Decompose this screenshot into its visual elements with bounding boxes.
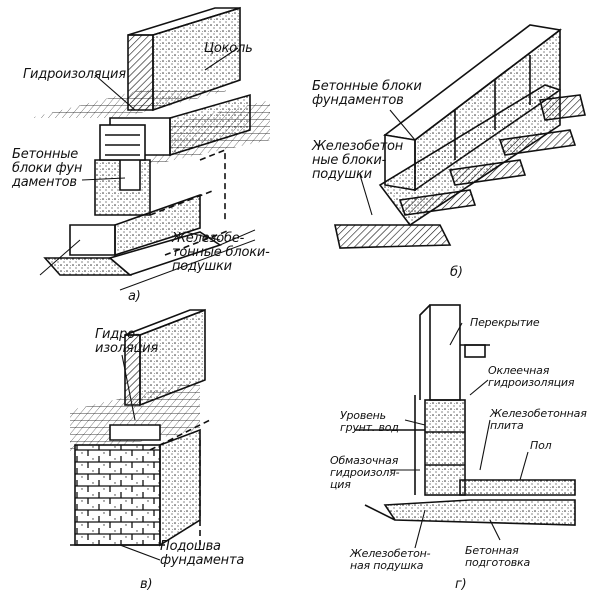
label-blocks-a: Бетонные блоки фун даментов: [12, 147, 83, 190]
label-sole: Подошва фундамента: [160, 539, 245, 568]
label-floor-slab: Перекрытие: [470, 316, 540, 329]
label-hydro-a: Гидроизоляция: [23, 67, 126, 82]
leader-lines: [81, 47, 529, 561]
label-blocks-b: Бетонные блоки фундаментов: [312, 79, 422, 108]
label-hydro-v: Гидро- изоляция: [95, 327, 158, 356]
label-rc-slab: Железобетонная плита: [490, 407, 587, 432]
panel-a-letter: а): [128, 289, 141, 304]
label-pasted-hydro: Оклеечная гидроизоляция: [488, 364, 575, 389]
label-gw-level: Уровень грунт. вод: [340, 409, 399, 434]
panel-b-drawing: [334, 24, 586, 249]
panel-b-letter: б): [450, 265, 463, 280]
label-tsokol: Цоколь: [204, 41, 253, 56]
panel-g-drawing: [355, 304, 576, 526]
panel-v-letter: в): [140, 577, 153, 592]
label-rc-cushion: Железобетон- ная подушка: [350, 547, 431, 572]
label-cushions-a: Железобе- тонные блоки- подушки: [172, 231, 270, 274]
label-cushions-b: Железобетон ные блоки- подушки: [312, 139, 404, 182]
label-floor: Пол: [530, 439, 552, 452]
panel-a-drawing: [30, 6, 270, 291]
panel-g-letter: г): [455, 577, 467, 592]
label-coating-hydro: Обмазочная гидроизоля- ция: [330, 454, 400, 491]
label-concrete-prep: Бетонная подготовка: [465, 544, 531, 569]
